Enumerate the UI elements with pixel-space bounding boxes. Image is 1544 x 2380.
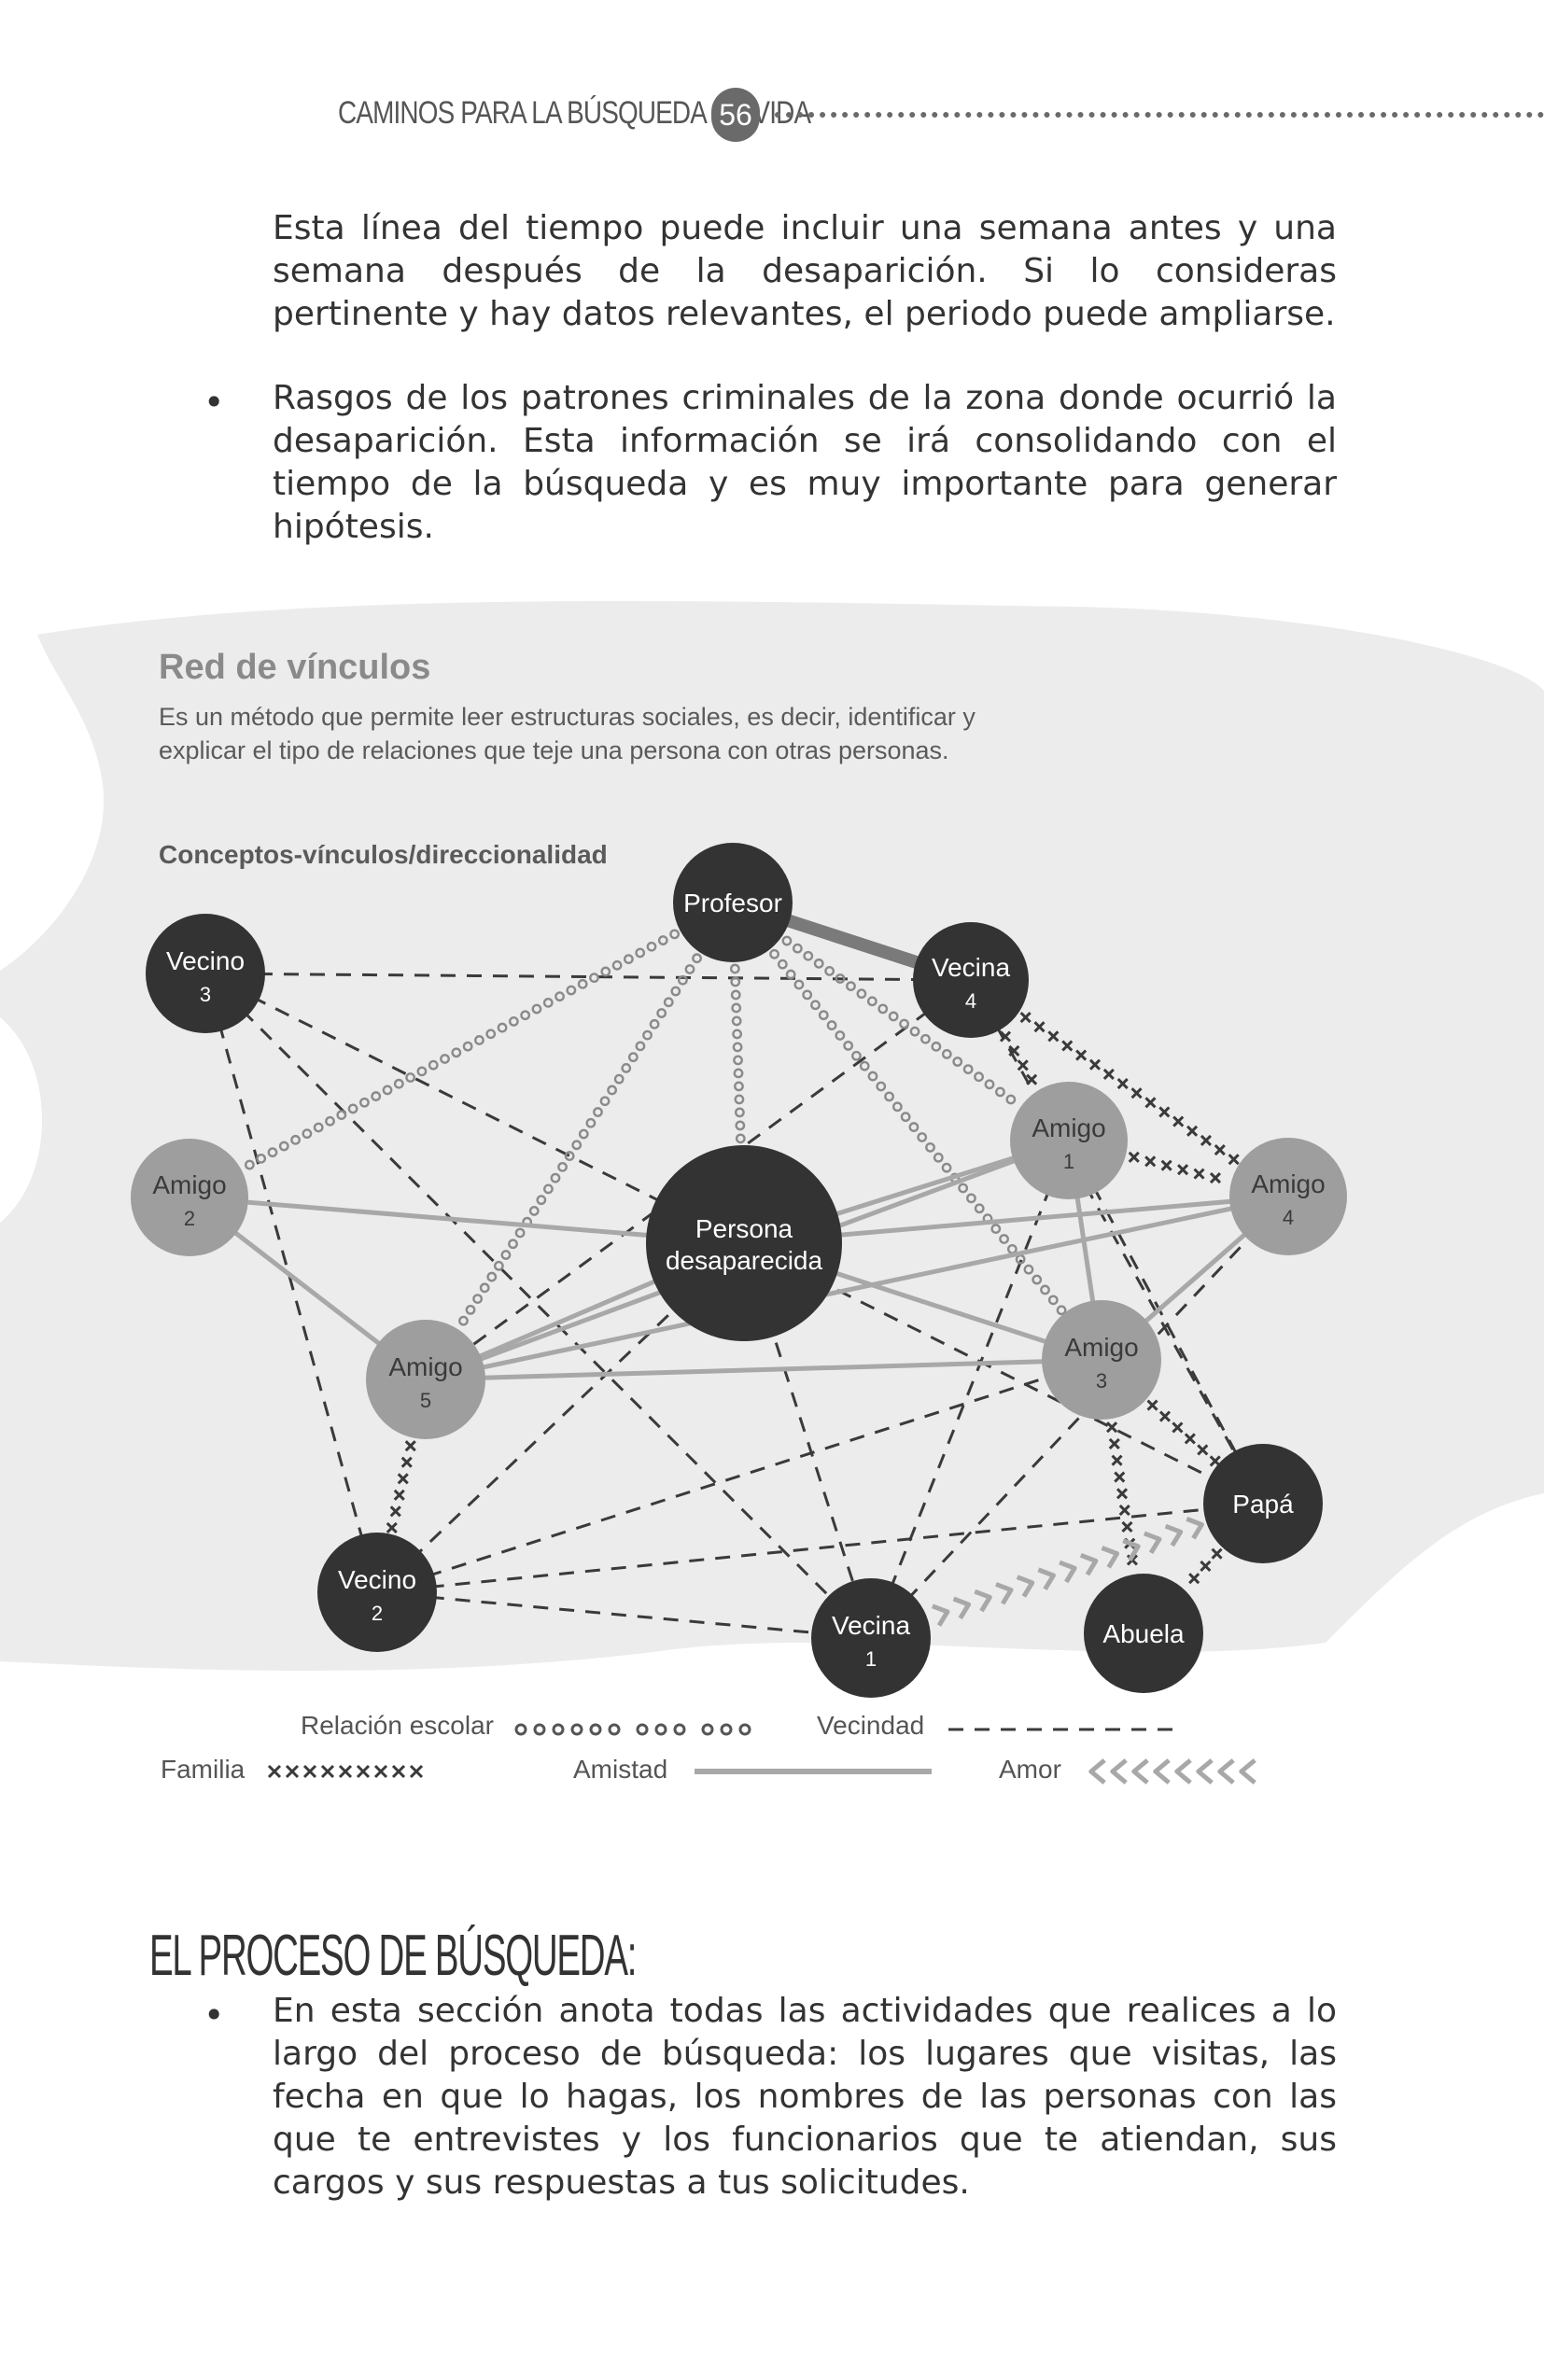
edge-vecindad-persona-vecina1 [742,1242,873,1639]
edge-familia-amigo1-amigo4 [1128,1151,1222,1184]
edge-vecindad-vecina4-papa [969,979,1265,1505]
bullet-paragraph-criminal-patterns: Rasgos de los patrones criminales de la … [273,379,1337,546]
node-amigo3-label: Amigo [1064,1333,1138,1362]
legend-label-familia: Familia [161,1755,246,1784]
edge-familia-papa-abuela [1188,1547,1223,1585]
edge-familia-vecina4-amigo4 [1019,1011,1240,1166]
node-amigo4-sublabel: 4 [1283,1206,1294,1229]
node-persona: Persona desaparecida [646,1145,842,1341]
section-title: El proceso de búsqueda: [149,1924,637,1988]
edge-vecindad-persona-papa [743,1241,1264,1505]
legend-symbol-amor [1088,1758,1256,1785]
node-persona-sublabel: desaparecida [666,1246,823,1275]
node-abuela: Abuela [1084,1574,1203,1693]
nodes-layer: ProfesorVecino3Vecina4Amigo1Amigo2Amigo4… [131,843,1347,1698]
section-bullet-paragraph: En esta sección anota todas las activida… [273,1992,1337,2202]
edge-familia-amigo3-papa [1146,1399,1221,1467]
infographic-description: Es un método que permite leer estructura… [159,703,976,764]
node-amigo5-label: Amigo [388,1352,462,1381]
node-vecina1-label: Vecina [832,1611,910,1640]
node-papa: Papá [1203,1444,1323,1563]
infographic-title: Red de vínculos [159,648,431,687]
node-papa-label: Papá [1232,1490,1294,1519]
node-vecina4-label: Vecina [932,953,1010,982]
edge-escolar-profesor-amigo5 [458,953,702,1326]
edge-vecindad-vecino2-papa [376,1502,1264,1594]
edge-vecindad-vecina1-amigo1 [869,1140,1071,1639]
edge-vecindad-vecina4-amigo5 [425,978,972,1381]
edge-vecindad-vecino3-persona [204,972,745,1245]
node-amigo5-sublabel: 5 [420,1389,431,1412]
node-profesor: Profesor [673,843,793,962]
legend-label-amistad: Amistad [573,1755,668,1784]
edge-vecindad-vecino3-vecina4 [204,972,972,982]
edge-amistad-amigo5-amigo3 [425,1357,1102,1382]
edge-familia-amigo5-vecino2 [386,1440,416,1533]
node-vecina4-sublabel: 4 [965,989,976,1013]
node-amigo4: Amigo 4 [1229,1138,1347,1255]
edge-familia-vecina4-amigo1 [999,1030,1038,1085]
node-vecino2-label: Vecino [338,1565,416,1594]
edges-layer [188,896,1290,1640]
node-amigo1: Amigo 1 [1010,1082,1128,1199]
edge-escolar-profesor-amigo1 [781,935,1017,1105]
infographic-subtitle: Conceptos-vínculos/direccionalidad [159,840,608,869]
node-profesor-label: Profesor [683,889,782,917]
node-amigo4-label: Amigo [1251,1169,1325,1198]
running-header: Caminos para la búsqueda en vida 56 [0,84,1544,142]
header-dotted-rule [775,112,1544,118]
bullet-marker: • [204,382,225,423]
node-vecino3-sublabel: 3 [200,983,211,1006]
edge-vecindad-amigo1-papa [1067,1140,1265,1505]
legend-symbol-familia [267,1764,424,1779]
edge-vecindad-vecino3-vecino2 [204,973,379,1593]
page-number-badge: 56 [711,88,760,142]
node-vecina4: Vecina 4 [913,922,1029,1038]
node-amigo1-label: Amigo [1032,1113,1105,1142]
bullet-marker: • [204,1995,225,2036]
legend-symbols [267,1723,1256,1785]
node-vecina1: Vecina 1 [811,1578,931,1698]
node-persona-label: Persona [695,1214,793,1243]
node-amigo2-sublabel: 2 [184,1207,195,1230]
edge-escolar-profesor-persona [729,963,746,1144]
node-amigo2: Amigo 2 [131,1139,248,1256]
node-vecina1-sublabel: 1 [865,1647,877,1671]
node-amigo3: Amigo 3 [1042,1300,1161,1420]
edge-amor-papa-vecina1 [931,1517,1204,1627]
legend-symbol-escolar [514,1723,751,1736]
node-abuela-label: Abuela [1102,1619,1185,1648]
edge-vecindad-vecino2-vecina1 [376,1590,872,1640]
legend-label-vecindad: Vecindad [817,1711,925,1740]
node-amigo1-sublabel: 1 [1063,1150,1074,1173]
intro-paragraph: Esta línea del tiempo puede incluir una … [273,209,1337,333]
node-amigo2-label: Amigo [152,1170,226,1199]
node-vecino2-sublabel: 2 [372,1602,383,1625]
edge-vecindad-vecina1-amigo4 [869,1195,1290,1640]
node-amigo3-sublabel: 3 [1096,1369,1107,1393]
edge-escolar-profesor-amigo3 [769,948,1067,1316]
edge-vecindad-vecino2-amigo3 [376,1358,1102,1594]
node-vecino3-label: Vecino [166,946,245,975]
legend-label-escolar: Relación escolar [301,1711,494,1740]
edge-amistad-amigo5-amigo4 [425,1194,1289,1382]
node-vecino3: Vecino 3 [146,914,265,1033]
node-vecino2: Vecino 2 [317,1533,437,1652]
legend-label-amor: Amor [999,1755,1061,1784]
node-amigo5: Amigo 5 [366,1320,485,1439]
edge-escolar-profesor-amigo2 [244,929,681,1170]
